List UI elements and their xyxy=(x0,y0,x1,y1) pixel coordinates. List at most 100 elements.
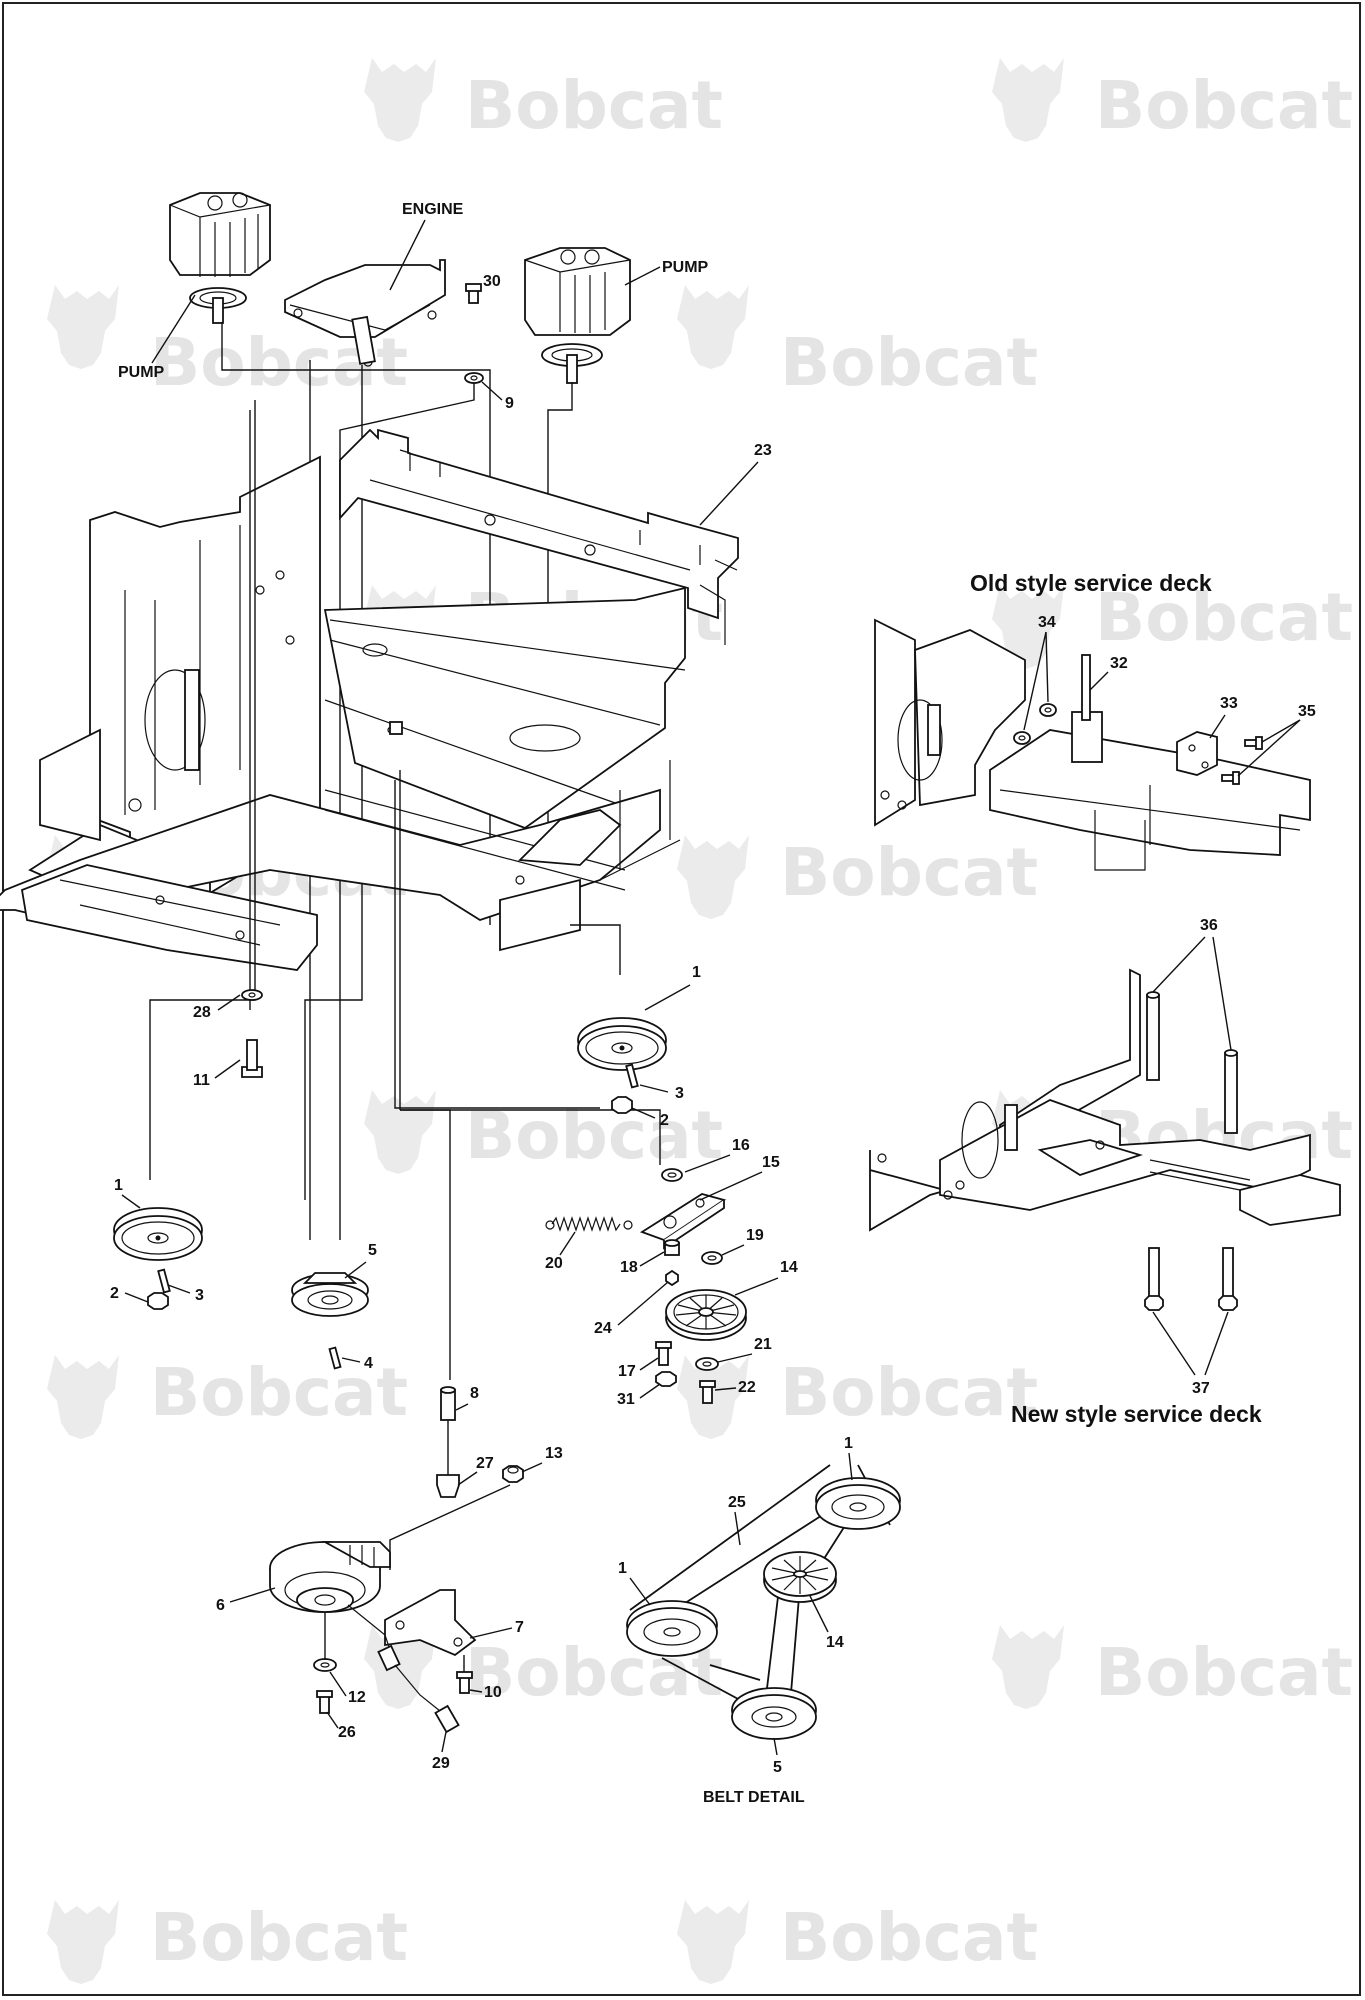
bolt-11 xyxy=(241,1039,263,1078)
leader-9 xyxy=(481,381,503,401)
spacer-8 xyxy=(440,1386,456,1421)
watermark-2: Bobcat xyxy=(992,58,1353,144)
leader-idler-path xyxy=(400,1109,661,1165)
svg-text:Bobcat: Bobcat xyxy=(150,1899,408,1976)
belt-detail xyxy=(626,1464,901,1740)
callout-27: 27 xyxy=(476,1455,494,1472)
leader-36a xyxy=(1152,936,1206,993)
idler-arm-15 xyxy=(639,1193,727,1250)
callout-3-left: 3 xyxy=(195,1287,204,1304)
svg-text:Bobcat: Bobcat xyxy=(1095,1634,1353,1711)
callout-4: 4 xyxy=(364,1355,373,1372)
callout-2-left: 2 xyxy=(110,1285,119,1302)
bolt-10 xyxy=(456,1671,473,1694)
spacer-36-b xyxy=(1224,1049,1238,1134)
leader-1-left xyxy=(121,1194,141,1209)
leader-8 xyxy=(455,1403,469,1411)
pump-left-leader xyxy=(151,294,196,364)
nut-34-a xyxy=(1013,731,1031,745)
svg-text:Bobcat: Bobcat xyxy=(1095,579,1353,656)
old-style-deck xyxy=(874,618,1311,871)
callout-10: 10 xyxy=(484,1684,502,1701)
callout-5-belt: 5 xyxy=(773,1759,782,1776)
pump-right xyxy=(524,247,631,900)
bolt-26 xyxy=(316,1690,333,1714)
bushing-18 xyxy=(664,1239,680,1256)
leader-16 xyxy=(684,1154,731,1173)
pump-left xyxy=(169,192,491,925)
spacer-24 xyxy=(665,1269,679,1287)
bolt-35-b xyxy=(1221,771,1240,785)
callout-37: 37 xyxy=(1192,1380,1210,1397)
svg-text:Bobcat: Bobcat xyxy=(780,1354,1038,1431)
leader-6 xyxy=(229,1587,276,1603)
watermark-1: Bobcat xyxy=(364,58,723,144)
leader-23 xyxy=(699,461,759,526)
engine-label: ENGINE xyxy=(402,201,464,218)
svg-text:Bobcat: Bobcat xyxy=(1095,67,1353,144)
callout-31: 31 xyxy=(617,1391,635,1408)
callout-1-belt-left: 1 xyxy=(618,1560,627,1577)
leader-2-left xyxy=(124,1292,149,1303)
watermark-9: Bobcat xyxy=(364,1090,723,1174)
leader-10 xyxy=(469,1689,483,1693)
washer-19 xyxy=(701,1251,723,1265)
watermark-6: Bobcat xyxy=(992,579,1353,669)
washer-28 xyxy=(241,989,263,1001)
leader-right-pulley-path xyxy=(570,924,621,975)
belt-detail-label: BELT DETAIL xyxy=(703,1789,805,1806)
callout-24: 24 xyxy=(594,1320,612,1337)
bracket-7 xyxy=(384,1589,477,1657)
clutch-6 xyxy=(269,1541,391,1613)
callout-29: 29 xyxy=(432,1755,450,1772)
callout-14: 14 xyxy=(780,1259,798,1276)
nut-2-left xyxy=(147,1292,169,1310)
callout-35: 35 xyxy=(1298,703,1316,720)
callout-20: 20 xyxy=(545,1255,563,1272)
engine-leader xyxy=(389,219,426,291)
leader-3-right xyxy=(639,1084,669,1093)
bolt-37-b xyxy=(1218,1247,1238,1311)
leader-2-right xyxy=(631,1107,656,1119)
watermark-14: Bobcat xyxy=(992,1625,1353,1711)
bolt-30 xyxy=(465,283,482,304)
nut-34-b xyxy=(1039,703,1057,717)
leader-14-belt xyxy=(809,1595,829,1633)
callout-15: 15 xyxy=(762,1154,780,1171)
leader-20 xyxy=(559,1231,576,1256)
leader-29 xyxy=(441,1731,447,1753)
callout-12: 12 xyxy=(348,1689,366,1706)
leader-5-belt xyxy=(773,1737,778,1756)
callout-11: 11 xyxy=(193,1072,210,1089)
harness-29 xyxy=(347,1604,460,1734)
svg-text:Bobcat: Bobcat xyxy=(780,324,1038,401)
leader-35a xyxy=(1261,719,1301,743)
pump-right-label: PUMP xyxy=(662,259,709,276)
callout-28: 28 xyxy=(193,1004,211,1021)
pump-right-leader xyxy=(624,266,661,286)
spacer-27 xyxy=(436,1474,460,1498)
main-frame xyxy=(0,428,739,971)
callout-18: 18 xyxy=(620,1259,638,1276)
nut-2-right xyxy=(611,1096,633,1114)
leader-36b xyxy=(1212,936,1232,1051)
old-style-heading: Old style service deck xyxy=(970,570,1212,596)
callout-21: 21 xyxy=(754,1336,772,1353)
leader-28 xyxy=(217,994,241,1011)
leader-27 xyxy=(457,1471,478,1486)
new-style-heading: New style service deck xyxy=(1011,1401,1262,1427)
key-3-left xyxy=(157,1268,171,1294)
watermark-11: Bobcat xyxy=(47,1354,408,1439)
callout-5: 5 xyxy=(368,1242,377,1259)
leader-12 xyxy=(329,1671,347,1697)
idler-pulley-14 xyxy=(665,1289,747,1341)
key-4 xyxy=(328,1346,342,1370)
leader-34a xyxy=(1023,631,1047,731)
callout-33: 33 xyxy=(1220,695,1238,712)
callout-16: 16 xyxy=(732,1137,750,1154)
leader-37a xyxy=(1152,1311,1196,1376)
callout-23: 23 xyxy=(754,442,772,459)
leader-15 xyxy=(699,1171,763,1201)
callout-17: 17 xyxy=(618,1363,636,1380)
